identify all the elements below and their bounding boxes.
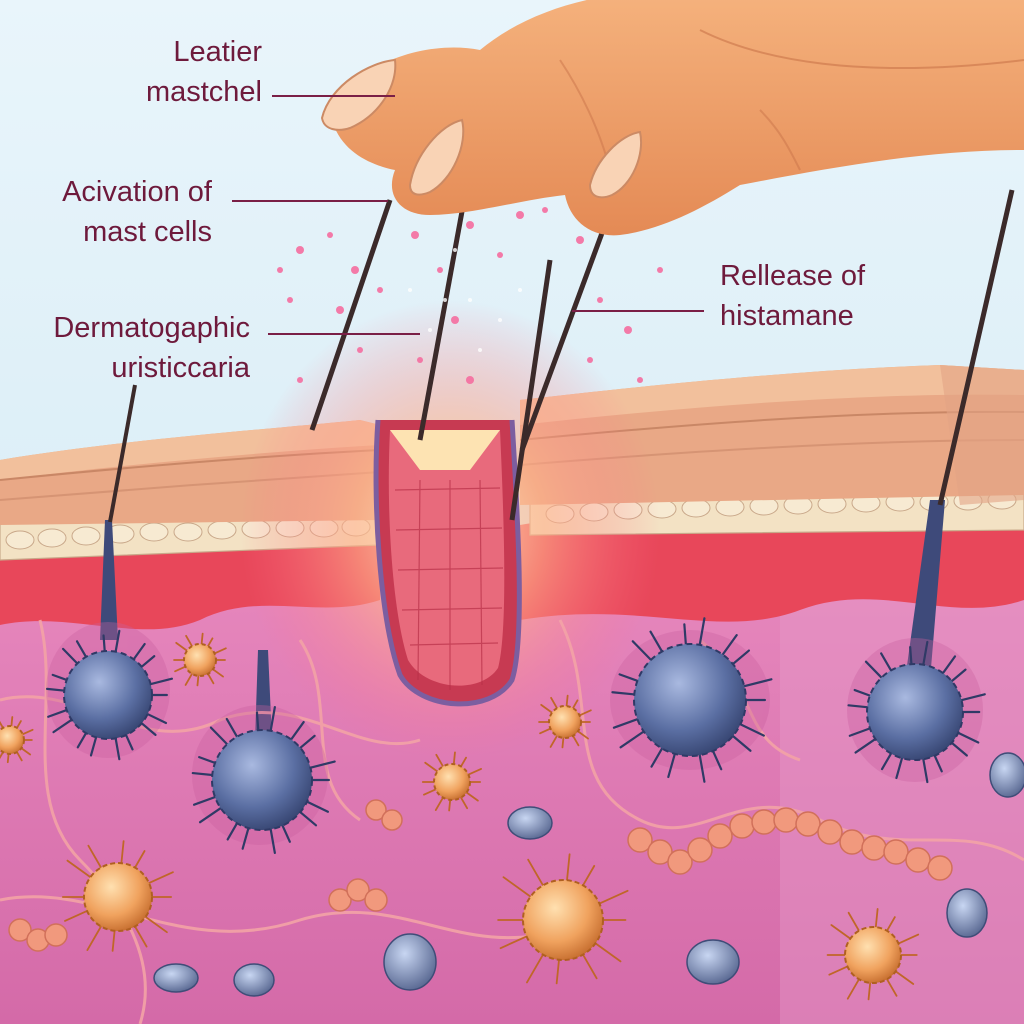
label-activation-line2: mast cells [83, 216, 212, 248]
mast-cell-spike [867, 979, 872, 1001]
mast-cell-spike [144, 871, 174, 886]
label-dermatographic-urticaria: Dermatogaphic uristiccaria [14, 308, 250, 388]
mast-cell-spike [132, 922, 148, 948]
mast-cell-spike [86, 922, 104, 951]
mast-cell-icon [826, 908, 920, 1001]
mast-cell-spike [527, 858, 546, 890]
hair-follicle-icon [905, 189, 1015, 680]
mast-cell-spike [20, 728, 34, 736]
label-release-line2: histamane [720, 300, 854, 332]
mast-cell-spike [502, 876, 535, 900]
mast-cell-spike [884, 975, 898, 997]
label-dermato-line2: uristiccaria [111, 352, 250, 384]
mast-cell-spike [424, 761, 440, 774]
label-release-line1: Rellease of [720, 260, 866, 292]
label-activation-line1: Acivation of [62, 176, 212, 208]
mast-cell-spike [422, 787, 439, 796]
label-activation-of-mast-cells: Acivation of mast cells [20, 172, 212, 252]
mast-cell-spike [10, 716, 14, 729]
mast-cell-spike [184, 671, 194, 686]
mast-cell-spike [459, 795, 469, 810]
mast-cell-icon [538, 694, 592, 749]
mast-cell-icon [611, 617, 773, 783]
mast-cell-icon [0, 716, 34, 764]
mast-cell-icon [45, 629, 174, 761]
mast-cell-spike [435, 753, 445, 769]
leader-lines [232, 95, 704, 335]
mast-cell-icon [173, 632, 227, 687]
mast-cell-spike [465, 767, 482, 777]
mast-cell-spike [206, 637, 214, 649]
mast-cell-spike [549, 733, 559, 748]
mast-cell-spike [196, 673, 200, 687]
mast-cell-spike [594, 889, 629, 907]
mast-cell-spike [66, 859, 95, 881]
mast-cell-icon [191, 705, 336, 855]
blood-vessel-icon [153, 752, 1024, 997]
mast-cell-spike [565, 853, 571, 886]
mast-cell-icon [497, 853, 629, 985]
mast-cell-spike [565, 694, 569, 709]
mast-cell-spike [847, 911, 862, 935]
mast-cell-spike [846, 975, 862, 1000]
finger-icon [320, 0, 1024, 236]
label-release-of-histamine: Rellease of histamane [720, 256, 980, 336]
mast-cell-icon [61, 840, 174, 952]
hair-follicle-icon [309, 199, 393, 431]
mast-cell-spike [87, 844, 104, 872]
mast-cell-icon [847, 640, 986, 784]
mast-cell-spike [892, 968, 915, 985]
mast-cell-spike [464, 790, 479, 802]
dermis-side-face [780, 560, 1024, 1024]
mast-cell-spike [580, 950, 598, 980]
mast-cell-spike [895, 933, 920, 946]
label-leather-mastchel: Leatier mastchel [102, 32, 262, 112]
hair-follicle-icon [100, 384, 137, 640]
label-dermato-line1: Dermatogaphic [53, 312, 250, 344]
mast-cell-spike [591, 940, 622, 963]
mast-cell-spike [874, 908, 879, 931]
mast-cell-spike [499, 933, 532, 950]
mast-cell-spike [561, 735, 565, 749]
mast-cell-spike [141, 913, 168, 934]
mast-cell-spike [830, 924, 854, 942]
label-leather-line2: mastchel [145, 76, 262, 108]
blood-vessel-icon [8, 799, 953, 952]
mast-cell-spike [64, 908, 92, 922]
mast-cell-spike [571, 699, 579, 711]
wheal [373, 419, 522, 707]
dermis-layer [0, 530, 1024, 1024]
label-leather-line1: Leatier [173, 36, 262, 68]
mast-cell-icon [421, 751, 482, 812]
mast-cell-spike [200, 632, 204, 647]
mast-cell-spike [526, 950, 546, 984]
hair-follicle-icon [255, 650, 272, 740]
